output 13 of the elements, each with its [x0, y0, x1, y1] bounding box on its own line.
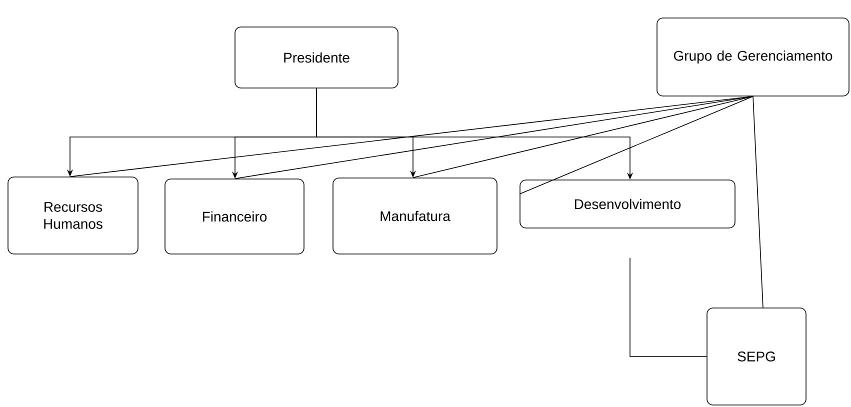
- connector: [630, 258, 707, 357]
- org-box: Presidente: [234, 26, 398, 88]
- org-box: Manufatura: [332, 178, 498, 254]
- org-box: Grupo de Gerenciamento: [656, 18, 850, 96]
- org-box: Desenvolvimento: [520, 180, 736, 228]
- connector: [752, 96, 764, 308]
- org-box: Financeiro: [164, 178, 304, 254]
- connector: [519, 96, 754, 194]
- connector: [70, 96, 754, 177]
- connector: [412, 96, 754, 178]
- org-box: SEPG: [706, 308, 806, 406]
- org-box: Recursos Humanos: [8, 176, 138, 254]
- connector: [234, 96, 754, 179]
